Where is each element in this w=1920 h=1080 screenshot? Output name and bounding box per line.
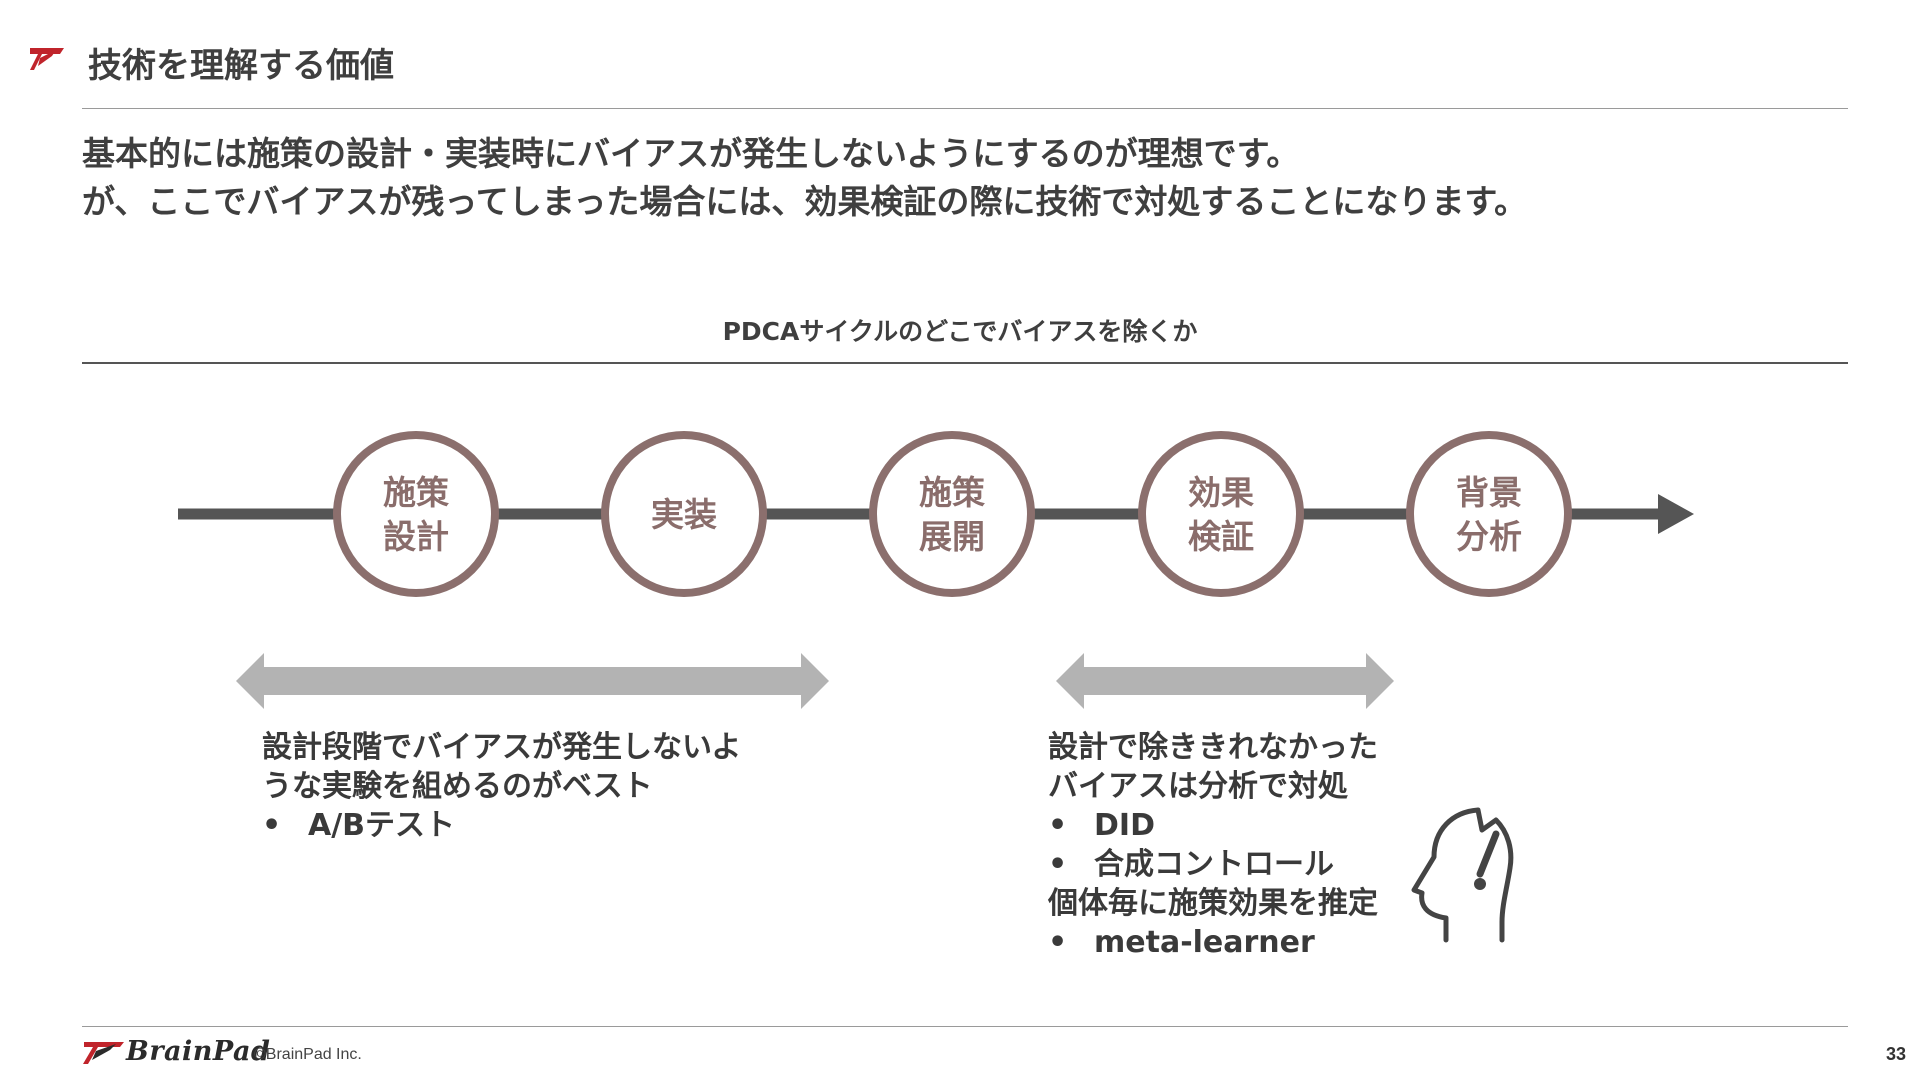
- footer-divider: [82, 1026, 1848, 1027]
- analysis-range-arrow: [1056, 653, 1394, 709]
- right-note-bullet-1: DID: [1094, 808, 1155, 843]
- header-divider: [82, 108, 1848, 109]
- slide-title: 技術を理解する価値: [88, 46, 394, 86]
- right-note-bullet: • meta-learner: [1048, 923, 1378, 962]
- timeline-arrowhead: [1658, 494, 1694, 534]
- bullet-dot: •: [1048, 847, 1068, 882]
- stage-analysis: 背景 分析: [1406, 431, 1572, 597]
- stage-design: 施策 設計: [333, 431, 499, 597]
- lead-text: 基本的には施策の設計・実装時にバイアスが発生しないようにするのが理想です。 が、…: [82, 130, 1527, 226]
- stage-evaluation-label-2: 検証: [1188, 517, 1254, 556]
- left-note-line-2: うな実験を組めるのがベスト: [262, 769, 653, 804]
- stage-design-label-1: 施策: [383, 473, 449, 512]
- bullet-dot: •: [262, 808, 282, 843]
- stage-evaluation: 効果 検証: [1138, 431, 1304, 597]
- right-note-bullet-2: 合成コントロール: [1094, 847, 1334, 882]
- stage-analysis-label-1: 背景: [1456, 473, 1522, 512]
- left-note-line-1: 設計段階でバイアスが発生しないよ: [262, 730, 742, 765]
- stage-evaluation-label-1: 効果: [1188, 473, 1254, 512]
- left-note-bullet-1: A/Bテスト: [308, 808, 456, 843]
- left-note-bullet: • A/Bテスト: [262, 806, 741, 845]
- copyright-text: ©BrainPad Inc.: [254, 1046, 362, 1063]
- stage-design-label-2: 設計: [383, 517, 449, 556]
- stage-implementation: 実装: [601, 431, 767, 597]
- stage-analysis-label-2: 分析: [1456, 517, 1522, 556]
- right-note-bullet: • 合成コントロール: [1048, 845, 1378, 884]
- lead-line-1: 基本的には施策の設計・実装時にバイアスが発生しないようにするのが理想です。: [82, 134, 1300, 173]
- right-note-line-3: 個体毎に施策効果を推定: [1048, 886, 1378, 921]
- lead-line-2: が、ここでバイアスが残ってしまった場合には、効果検証の際に技術で対処することにな…: [82, 182, 1528, 221]
- bullet-dot: •: [1048, 808, 1068, 843]
- stage-rollout: 施策 展開: [869, 431, 1035, 597]
- thinking-head-icon: [1411, 807, 1514, 943]
- stage-rollout-label-1: 施策: [919, 473, 985, 512]
- brand-logo-text: BrainPad: [126, 1036, 271, 1067]
- page-number: 33: [1885, 1044, 1906, 1064]
- left-note: 設計段階でバイアスが発生しないよ うな実験を組めるのがベスト • A/Bテスト: [262, 728, 741, 845]
- stage-rollout-label-2: 展開: [919, 517, 985, 556]
- section-title: PDCAサイクルのどこでバイアスを除くか: [722, 317, 1198, 346]
- right-note-bullet-3: meta-learner: [1094, 925, 1315, 960]
- stage-implementation-label: 実装: [651, 495, 717, 534]
- brand-logo-icon: [83, 1042, 124, 1064]
- right-note: 設計で除ききれなかった バイアスは分析で対処 • DID • 合成コントロール …: [1048, 728, 1378, 962]
- right-note-line-2: バイアスは分析で対処: [1048, 769, 1348, 804]
- brand-chevron-icon: [30, 48, 64, 70]
- design-range-arrow: [236, 653, 829, 709]
- right-note-line-1: 設計で除ききれなかった: [1048, 730, 1378, 765]
- bullet-dot: •: [1048, 925, 1068, 960]
- section-divider: [82, 362, 1848, 364]
- right-note-bullet: • DID: [1048, 806, 1378, 845]
